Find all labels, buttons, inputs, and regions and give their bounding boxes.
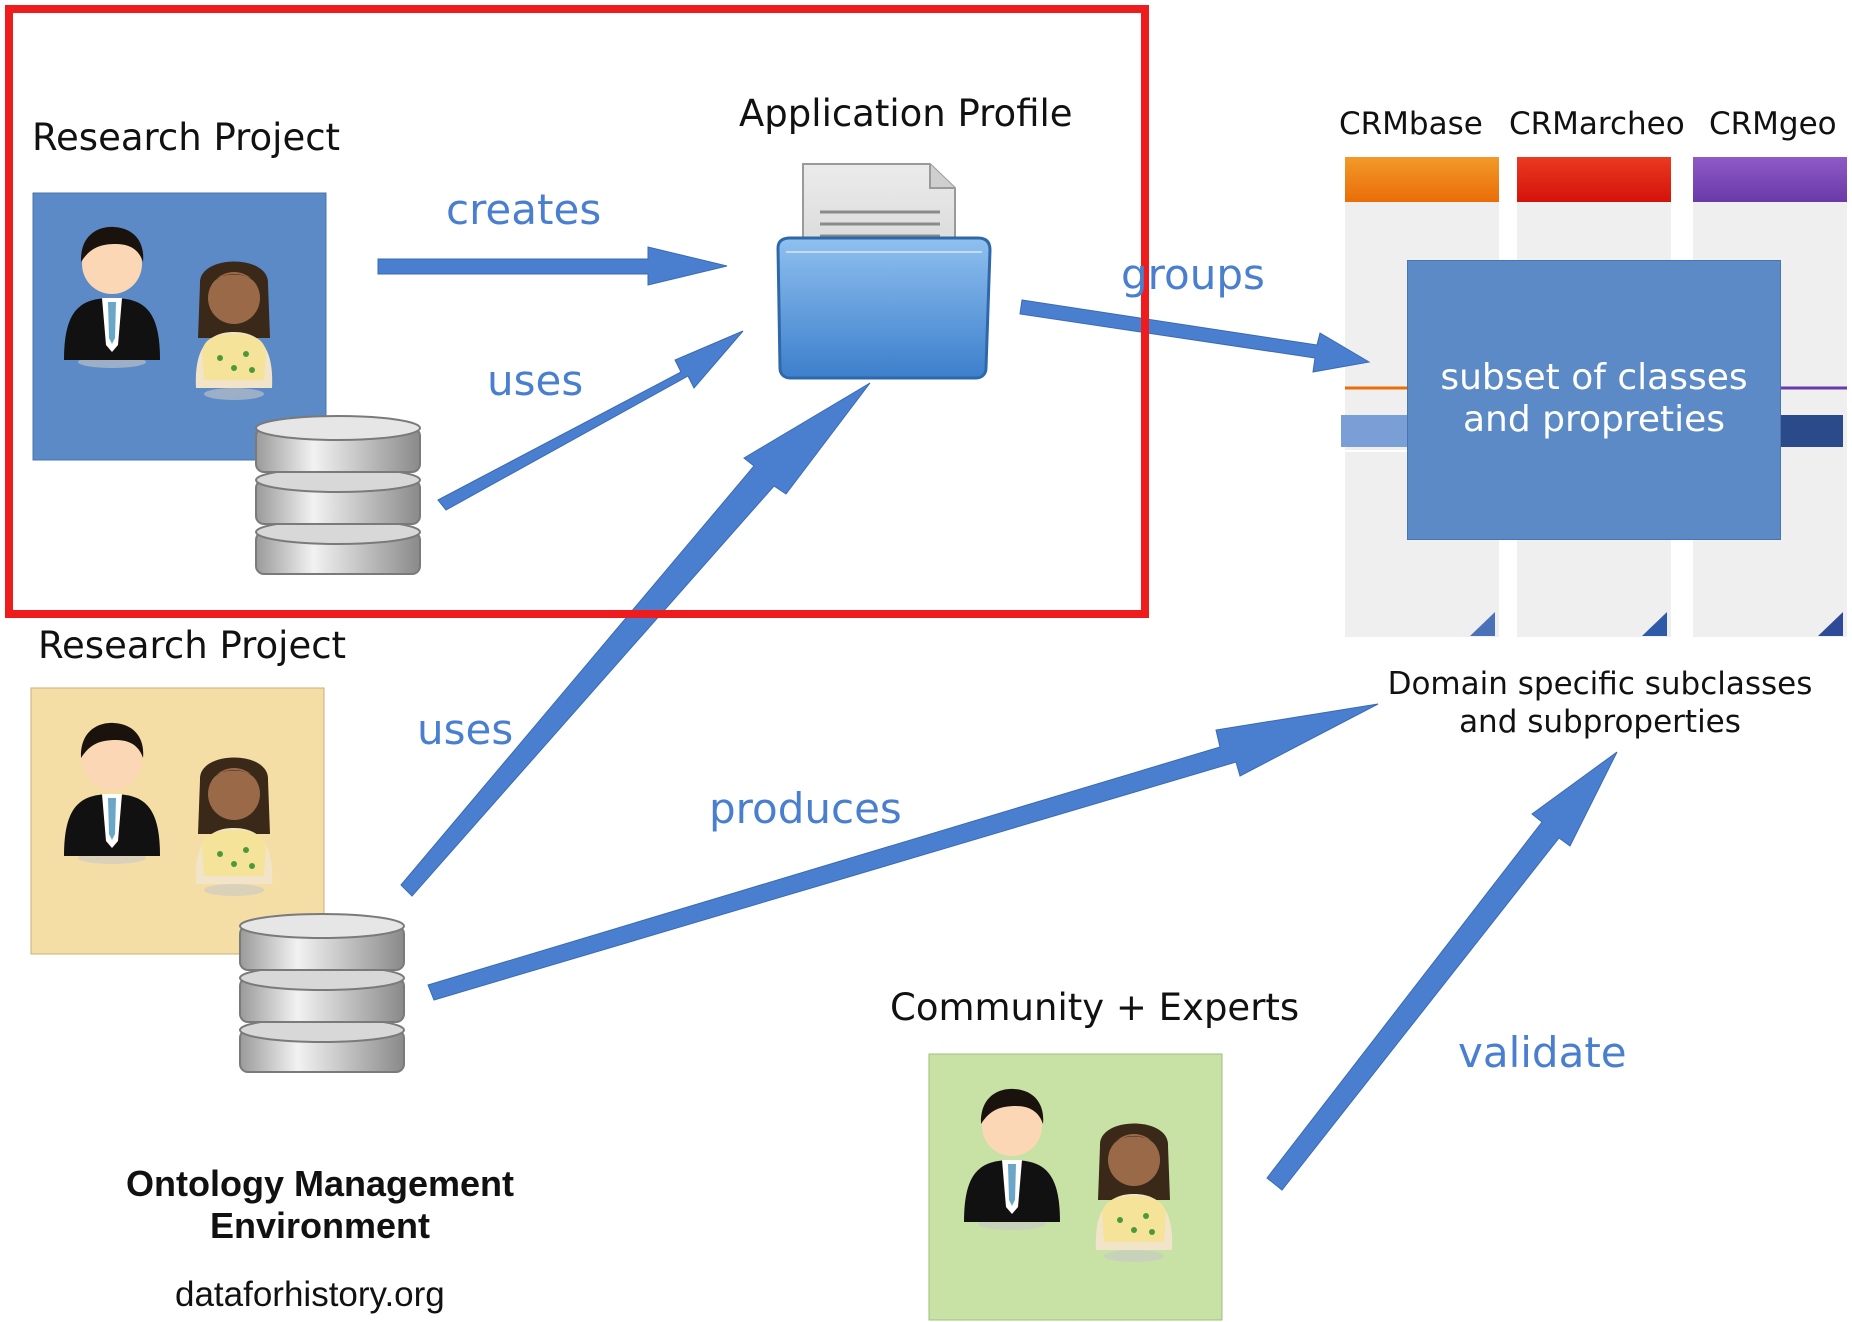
uses-top-arrow	[437, 330, 744, 511]
crm-label-base: CRMbase	[1339, 106, 1483, 142]
ome-line-1: Ontology Management	[125, 1163, 515, 1204]
groups-label: groups	[1121, 250, 1265, 299]
produces-arrow	[427, 703, 1379, 1001]
ome-title: Ontology Management Environment	[100, 1163, 540, 1247]
domain-caption: Domain specific subclasses and subproper…	[1380, 665, 1820, 741]
ome-site: dataforhistory.org	[175, 1275, 445, 1314]
produces-label: produces	[709, 784, 902, 833]
validate-label: validate	[1458, 1028, 1627, 1077]
crm-label-archeo: CRMarcheo	[1509, 106, 1685, 142]
arrows	[377, 246, 1618, 1191]
application-profile-icon	[776, 163, 992, 380]
uses-top-label: uses	[487, 356, 584, 405]
subset-box: subset of classes and propreties	[1407, 260, 1781, 540]
bottom-project-title: Research Project	[38, 624, 347, 667]
top-project-title: Research Project	[32, 116, 341, 159]
bottom-project-database-icon	[239, 913, 405, 1073]
subset-line-1: subset of classes	[1440, 357, 1748, 398]
uses-bottom-label: uses	[417, 705, 514, 754]
groups-arrow	[1019, 299, 1371, 373]
subset-line-2: and propreties	[1462, 399, 1726, 440]
validate-arrow	[1266, 751, 1618, 1191]
domain-caption-line-2: and subproperties	[1459, 704, 1741, 740]
community-woman-icon	[1095, 1123, 1173, 1262]
ome-line-2: Environment	[209, 1205, 431, 1246]
application-profile-title: Application Profile	[739, 92, 1073, 135]
creates-arrow	[377, 246, 728, 286]
bottom-project-woman-icon	[195, 757, 273, 896]
top-project-database-icon	[255, 415, 421, 575]
uses-bottom-arrow	[400, 382, 871, 897]
community-title: Community + Experts	[890, 986, 1300, 1029]
creates-label: creates	[446, 185, 602, 234]
top-project-woman-icon	[195, 261, 273, 400]
highlight-frame	[5, 5, 1149, 618]
domain-caption-line-1: Domain specific subclasses	[1387, 666, 1813, 702]
crm-label-geo: CRMgeo	[1709, 106, 1837, 142]
